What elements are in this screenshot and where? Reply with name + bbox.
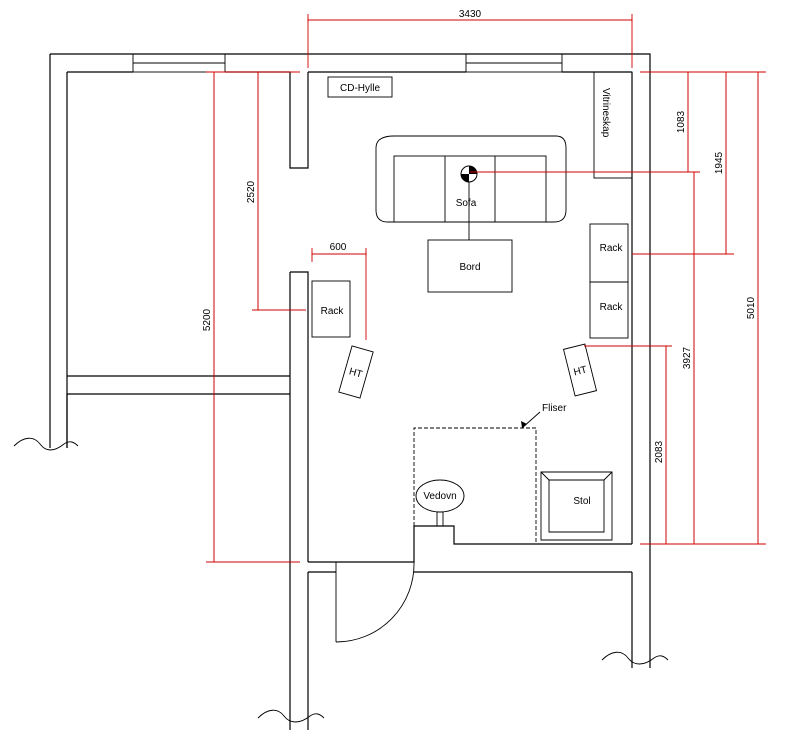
dim-left-upper: 2520 (246, 180, 257, 203)
tiles-area (413, 427, 537, 544)
rack-right-bottom (589, 281, 629, 339)
dim-left-total: 5200 (202, 308, 213, 331)
wood-stove-label: Vedovn (423, 491, 456, 502)
dim-top-width: 3430 (459, 9, 482, 20)
ht-right: HT (562, 343, 598, 397)
chair-label: Stol (573, 496, 590, 507)
sofa-label: Sofa (456, 198, 477, 209)
dim-right-2083: 2083 (654, 440, 665, 463)
center-marker-icon (460, 165, 478, 183)
dim-right-1945: 1945 (714, 151, 725, 174)
ht-left: HT (338, 345, 374, 399)
dimensions: 3430 600 5200 2520 1083 1945 5010 (202, 9, 766, 563)
cd-shelf-label: CD-Hylle (340, 83, 380, 94)
sofa-seat (393, 155, 547, 223)
dim-right-1083: 1083 (676, 110, 687, 133)
walls (13, 53, 669, 730)
ht-right-label: HT (573, 365, 589, 379)
rack-left (311, 280, 351, 338)
sofa (375, 135, 567, 223)
door-swing (335, 561, 415, 643)
display-cabinet (593, 71, 633, 179)
table-label: Bord (459, 262, 480, 273)
rack-right-bottom-label: Rack (600, 302, 624, 313)
ht-left-label: HT (348, 366, 364, 380)
tiles-label: Fliser (542, 403, 567, 414)
furniture: CD-Hylle Vitrineskap Sofa Bord Rack Rack… (311, 71, 633, 544)
display-cabinet-label: Vitrineskap (600, 88, 611, 138)
chair (540, 471, 613, 541)
cd-shelf (327, 76, 393, 98)
rack-left-label: Rack (321, 306, 345, 317)
dim-right-5010: 5010 (746, 296, 757, 319)
dim-left-width: 600 (330, 242, 347, 253)
rack-right-top-label: Rack (600, 243, 624, 254)
table (427, 239, 513, 293)
dim-right-3927: 3927 (682, 346, 693, 369)
